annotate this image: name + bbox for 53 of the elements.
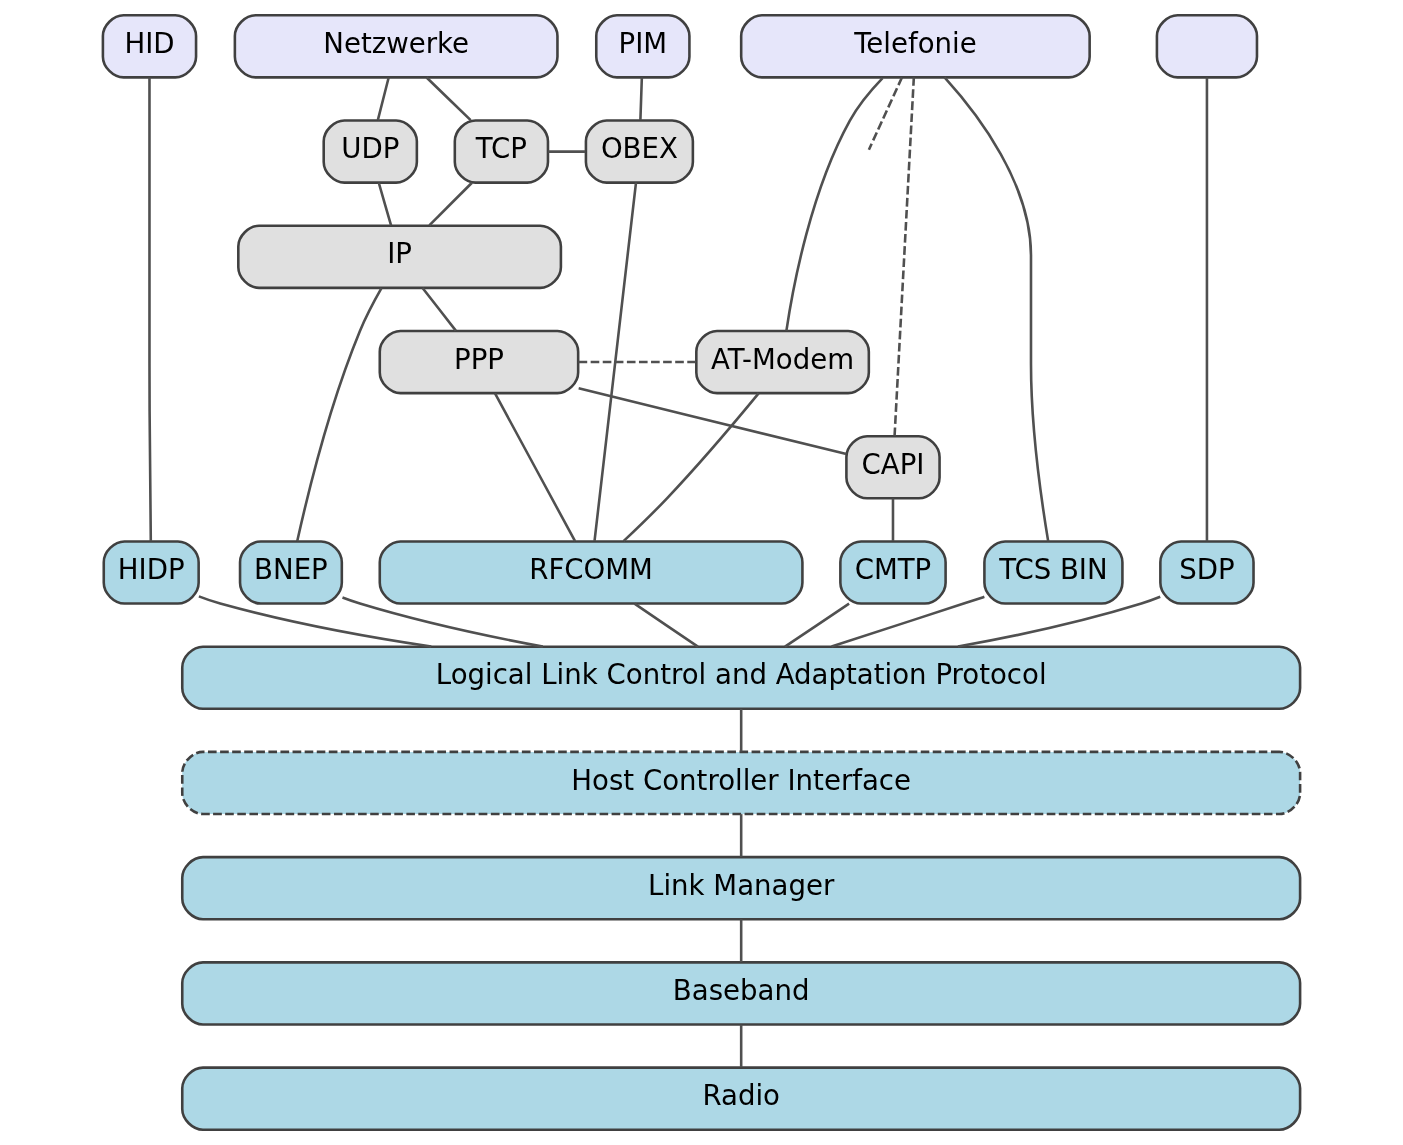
node-box: Radio: [180, 1066, 1302, 1131]
connector: [943, 76, 1050, 542]
connector: [578, 360, 696, 364]
connector: [784, 602, 850, 648]
node-box: Logical Link Control and Adaptation Protocol: [180, 645, 1302, 711]
node-box: Netzwerke: [233, 14, 559, 79]
connector: [831, 595, 985, 648]
node-box: HIDP: [102, 540, 200, 605]
node-box: SDP: [1159, 540, 1255, 605]
connector: [739, 1024, 743, 1068]
connector: [867, 77, 904, 151]
connector: [428, 181, 473, 227]
connector: [1205, 77, 1209, 542]
node-box: [1155, 14, 1259, 79]
node-box: Link Manager: [180, 855, 1302, 921]
connector: [578, 387, 847, 456]
connector: [622, 392, 760, 543]
node-box: PIM: [594, 14, 691, 79]
connector: [593, 182, 638, 542]
node-box: HID: [101, 14, 198, 79]
node-box: AT-Modem: [695, 329, 871, 395]
node-box: Host Controller Interface: [180, 750, 1302, 816]
connector: [891, 498, 895, 542]
node-box: TCP: [453, 119, 550, 184]
node-box: TCS BIN: [983, 540, 1124, 605]
connector: [893, 77, 916, 436]
node-box: BNEP: [238, 540, 344, 605]
connector: [739, 919, 743, 962]
connector: [739, 814, 743, 857]
node-box: IP: [237, 224, 563, 290]
node-box: Baseband: [180, 961, 1302, 1026]
connector: [421, 287, 457, 332]
node-box: UDP: [322, 119, 419, 184]
node-box: OBEX: [584, 119, 695, 184]
connector: [376, 77, 390, 121]
node-box: PPP: [378, 329, 580, 395]
node-box: RFCOMM: [378, 540, 804, 605]
node-box: CAPI: [845, 434, 941, 500]
connector: [785, 77, 884, 331]
connector: [493, 392, 577, 542]
connector: [639, 77, 644, 121]
connector: [198, 595, 432, 648]
connector: [377, 182, 393, 226]
connector: [148, 77, 153, 542]
connector: [295, 287, 383, 542]
connector: [425, 76, 472, 122]
connector: [342, 596, 544, 648]
connector: [739, 708, 743, 752]
node-box: CMTP: [839, 540, 947, 605]
connector: [957, 595, 1161, 648]
node-box: Telefonie: [739, 14, 1091, 79]
connector: [548, 150, 586, 153]
connector: [633, 602, 699, 648]
